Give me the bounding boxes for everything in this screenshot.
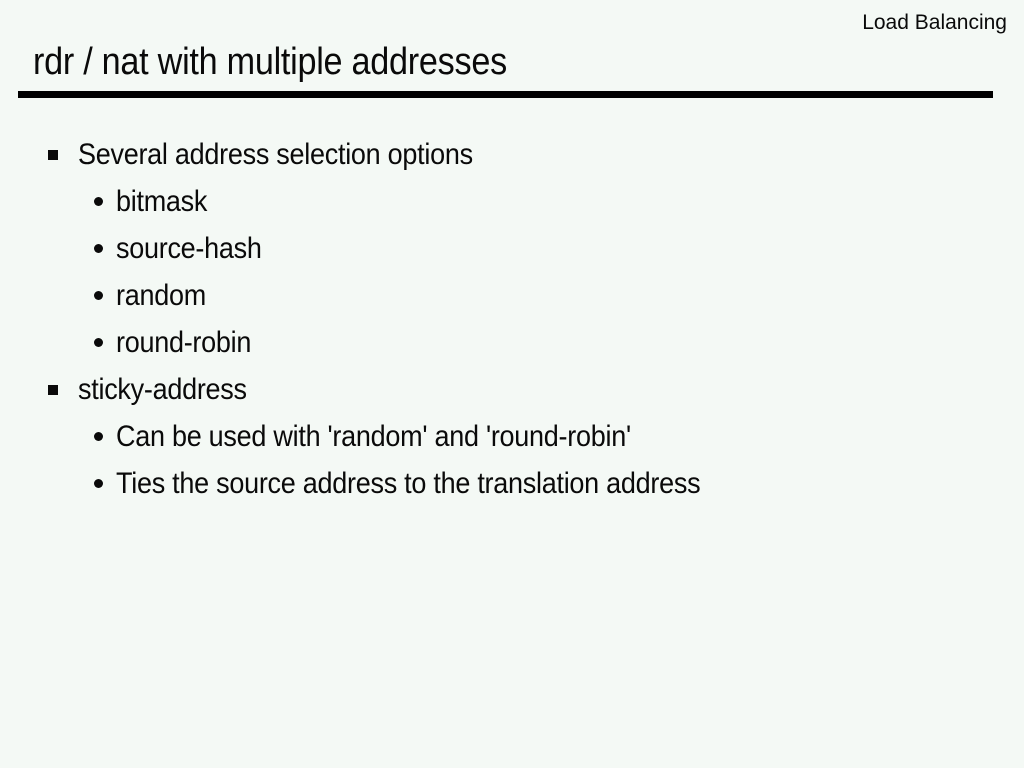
dot-bullet-icon bbox=[94, 197, 103, 206]
bullet-item: source-hash bbox=[0, 225, 1024, 272]
bullet-list: Several address selection options bitmas… bbox=[0, 131, 1024, 507]
bullet-item: Can be used with 'random' and 'round-rob… bbox=[0, 413, 1024, 460]
bullet-item-label: round-robin bbox=[116, 325, 252, 359]
bullet-item: random bbox=[0, 272, 1024, 319]
square-bullet-icon bbox=[48, 384, 58, 395]
dot-bullet-icon bbox=[94, 338, 103, 347]
bullet-item-label: source-hash bbox=[116, 231, 262, 265]
dot-bullet-icon bbox=[94, 479, 103, 488]
slide-header-label: Load Balancing bbox=[862, 11, 1007, 34]
dot-bullet-icon bbox=[94, 291, 103, 300]
bullet-item-label: Several address selection options bbox=[78, 137, 473, 171]
page-title-text: rdr / nat with multiple addresses bbox=[33, 41, 507, 83]
bullet-item: round-robin bbox=[0, 319, 1024, 366]
bullet-item-label: bitmask bbox=[116, 184, 208, 218]
bullet-item: Ties the source address to the translati… bbox=[0, 460, 1024, 507]
square-bullet-icon bbox=[48, 149, 58, 160]
bullet-item-label: Can be used with 'random' and 'round-rob… bbox=[116, 419, 631, 453]
dot-bullet-icon bbox=[94, 244, 103, 253]
bullet-item: sticky-address bbox=[0, 366, 1024, 413]
page-title: rdr / nat with multiple addresses bbox=[33, 41, 560, 84]
bullet-item-label: Ties the source address to the translati… bbox=[116, 466, 701, 500]
dot-bullet-icon bbox=[94, 432, 103, 441]
bullet-item-label: sticky-address bbox=[78, 372, 247, 406]
bullet-item: Several address selection options bbox=[0, 131, 1024, 178]
bullet-item-label: random bbox=[116, 278, 206, 312]
bullet-item: bitmask bbox=[0, 178, 1024, 225]
title-rule-divider bbox=[18, 91, 993, 98]
